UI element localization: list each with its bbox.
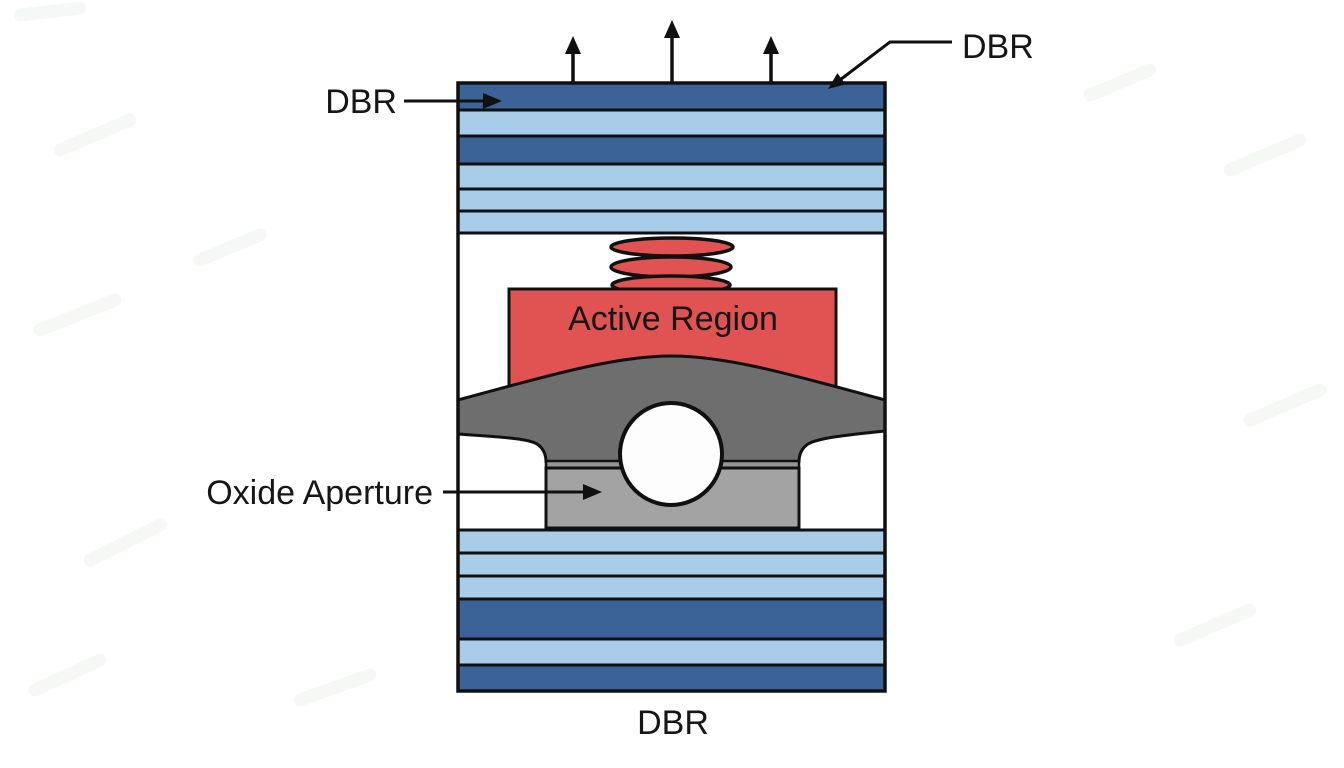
dbr-layer-light <box>456 108 887 138</box>
standing-wave-ellipse <box>609 236 735 258</box>
dbr-layer-light <box>456 551 887 578</box>
dbr-layer-dark <box>456 597 887 641</box>
emission-arrow-head <box>664 20 680 38</box>
aperture-circle <box>618 401 724 507</box>
dbr-top-right-label: DBR <box>962 28 1034 66</box>
dbr-left-leader-arrow <box>404 93 502 109</box>
top-dbr-stack <box>456 81 887 235</box>
background-texture <box>13 1 1327 707</box>
emission-arrows <box>565 20 779 84</box>
standing-wave-ellipse <box>609 255 733 279</box>
dbr-layer-light <box>456 637 887 667</box>
dbr-layer-dark <box>456 134 887 166</box>
dbr-bottom-label: DBR <box>637 704 709 742</box>
active-region-label: Active Region <box>568 300 778 338</box>
dbr-left-label: DBR <box>325 83 397 121</box>
emission-arrow-head <box>763 36 779 54</box>
standing-wave-ellipses <box>609 236 735 296</box>
dbr-layer-light <box>456 209 887 235</box>
dbr-layer-light <box>456 162 887 191</box>
dbr-layer-dark <box>456 81 887 112</box>
oxide-aperture-leader-arrow <box>443 484 602 500</box>
emission-arrow-head <box>565 36 581 54</box>
dbr-layer-light <box>456 574 887 601</box>
dbr-layer-light <box>456 187 887 213</box>
dbr-layer-dark <box>456 663 887 693</box>
dbr-top-right-leader-arrow <box>828 40 952 89</box>
bottom-dbr-stack <box>456 528 887 693</box>
oxide-aperture-label: Oxide Aperture <box>206 474 433 512</box>
dbr-layer-light <box>456 528 887 555</box>
